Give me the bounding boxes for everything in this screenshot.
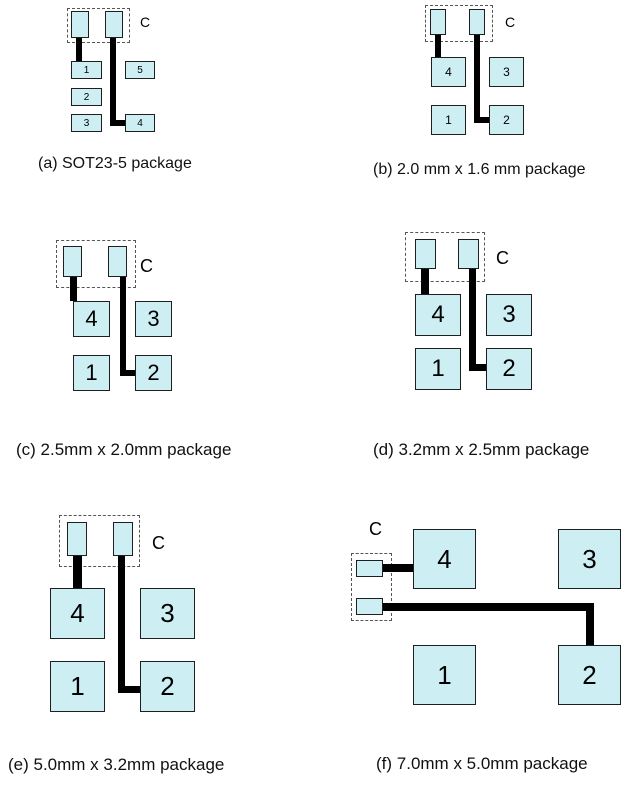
pin-label: 4 [445, 65, 452, 79]
capacitor-outline [405, 232, 485, 282]
trace [435, 35, 441, 58]
trace [120, 370, 138, 376]
trace [469, 269, 476, 371]
panel-caption: (f) 7.0mm x 5.0mm package [376, 754, 588, 773]
trace [469, 364, 489, 371]
pin-pad-1: 1 [413, 645, 476, 705]
capacitor-pad-right [469, 9, 485, 35]
pin-label: 1 [445, 113, 452, 127]
capacitor-label: C [140, 256, 153, 276]
capacitor-outline [67, 8, 130, 43]
capacitor-pad-left [71, 11, 89, 38]
capacitor-label: C [152, 533, 165, 553]
pin-label: 2 [160, 671, 175, 701]
capacitor-pad-right [113, 522, 133, 556]
pin-pad-4: 4 [50, 588, 105, 639]
pin-label: 3 [83, 117, 90, 129]
trace [118, 556, 125, 693]
pin-label: 3 [582, 543, 597, 574]
pin-pad-2: 2 [489, 105, 524, 135]
pin-pad-2: 2 [558, 645, 621, 705]
pin-pad-4: 4 [415, 294, 461, 336]
trace [383, 564, 414, 572]
capacitor-outline [56, 240, 136, 288]
panel-caption: (a) SOT23-5 package [38, 155, 192, 172]
pin-label: 3 [160, 598, 175, 628]
pin-pad-2: 2 [71, 88, 102, 106]
pin-label: 4 [431, 301, 445, 328]
trace [110, 38, 116, 126]
pin-pad-5: 5 [125, 61, 155, 79]
trace [120, 277, 126, 376]
trace [586, 603, 594, 647]
pin-pad-3: 3 [140, 588, 195, 639]
panel-caption: (e) 5.0mm x 3.2mm package [8, 755, 225, 774]
pin-label: 2 [502, 355, 516, 382]
pin-pad-1: 1 [431, 105, 466, 135]
capacitor-pad-left [415, 239, 436, 269]
trace [421, 269, 429, 295]
capacitor-pad-left [67, 522, 87, 556]
trace [383, 603, 594, 611]
capacitor-label: C [505, 14, 516, 30]
pin-label: 1 [431, 355, 445, 382]
trace [73, 556, 82, 589]
pin-pad-3: 3 [486, 294, 532, 336]
pin-pad-1: 1 [73, 355, 110, 391]
capacitor-pad-top [356, 560, 383, 577]
trace [474, 35, 480, 123]
pin-pad-3: 3 [489, 57, 524, 87]
capacitor-pad-right [105, 11, 123, 38]
pin-label: 3 [503, 65, 510, 79]
pin-pad-4: 4 [413, 529, 476, 589]
capacitor-outline [59, 515, 140, 567]
pin-pad-3: 3 [135, 301, 172, 337]
capacitor-pad-right [108, 246, 127, 277]
pin-pad-4: 4 [125, 114, 155, 132]
capacitor-pad-bottom [356, 598, 383, 615]
trace [110, 120, 130, 126]
pin-label: 3 [147, 306, 160, 331]
pin-label: 2 [503, 113, 510, 127]
trace [70, 277, 77, 301]
pin-pad-2: 2 [486, 348, 532, 390]
pin-pad-2: 2 [140, 661, 195, 712]
pin-label: 1 [85, 360, 98, 385]
pin-pad-1: 1 [71, 61, 102, 79]
panel-caption: (b) 2.0 mm x 1.6 mm package [373, 161, 586, 178]
capacitor-outline [351, 553, 392, 621]
pin-pad-4: 4 [73, 301, 110, 337]
pin-label: 2 [83, 91, 90, 103]
pin-label: 1 [83, 64, 90, 76]
trace [76, 38, 82, 61]
capacitor-outline [425, 5, 493, 42]
pin-pad-1: 1 [415, 348, 461, 390]
pin-label: 5 [137, 64, 143, 76]
panel-caption: (c) 2.5mm x 2.0mm package [16, 440, 232, 459]
pin-label: 2 [582, 659, 597, 690]
pin-pad-3: 3 [558, 529, 621, 589]
pin-pad-3: 3 [71, 114, 102, 132]
pin-label: 4 [85, 306, 98, 331]
trace [118, 686, 142, 693]
pin-label: 2 [147, 360, 160, 385]
capacitor-label: C [369, 519, 382, 539]
capacitor-pad-left [63, 246, 82, 277]
pin-label: 4 [437, 543, 452, 574]
capacitor-pad-left [430, 9, 446, 35]
pin-label: 4 [70, 598, 85, 628]
pin-pad-4: 4 [431, 57, 466, 87]
pin-label: 4 [137, 117, 143, 129]
pin-label: 1 [437, 659, 452, 690]
pin-pad-1: 1 [50, 661, 105, 712]
trace [474, 117, 494, 123]
capacitor-pad-right [458, 239, 479, 269]
capacitor-label: C [140, 14, 151, 30]
panel-caption: (d) 3.2mm x 2.5mm package [373, 440, 590, 459]
pin-label: 3 [502, 301, 516, 328]
pin-label: 1 [70, 671, 85, 701]
pin-pad-2: 2 [135, 355, 172, 391]
capacitor-label: C [496, 248, 509, 268]
